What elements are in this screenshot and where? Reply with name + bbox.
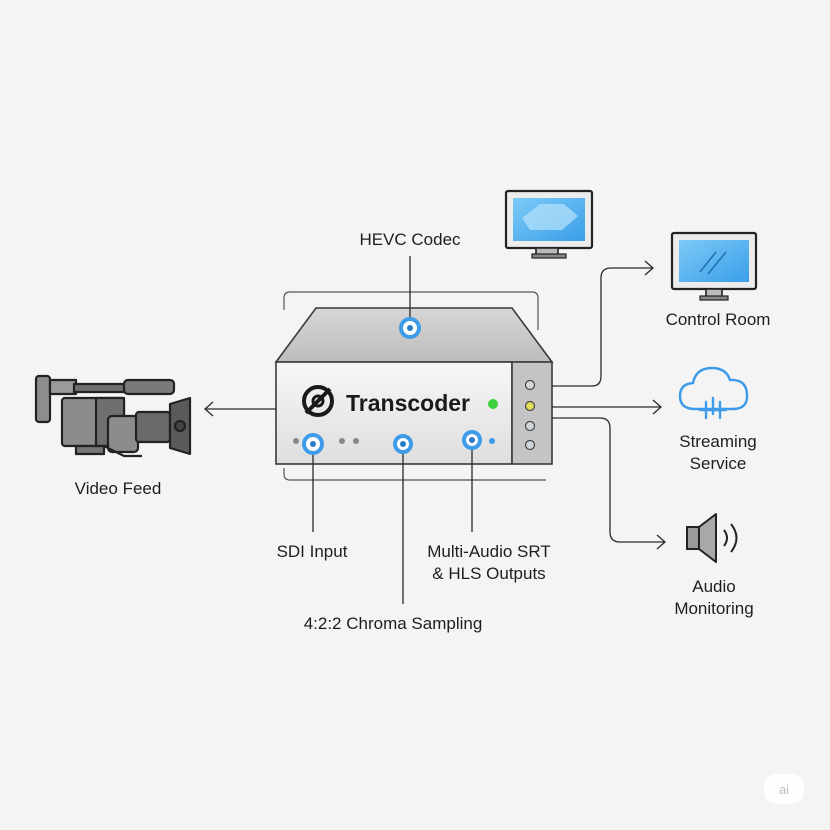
streaming-label-line-1: Streaming xyxy=(679,432,757,451)
transcoder-logo-icon xyxy=(302,385,334,417)
front-dot xyxy=(353,438,359,444)
sdi-port-marker xyxy=(302,433,324,455)
video-camera-icon xyxy=(34,374,192,458)
cloud-icon xyxy=(678,366,749,420)
chroma-port-marker xyxy=(393,434,413,454)
outputs-label: Multi-Audio SRT & HLS Outputs xyxy=(418,541,560,585)
control-room-arrow xyxy=(552,260,654,387)
control-room-monitor-icon xyxy=(670,231,758,301)
device-bracket xyxy=(283,291,539,330)
hevc-codec-label: HEVC Codec xyxy=(359,230,461,249)
outputs-port-marker xyxy=(462,430,482,450)
streaming-arrow xyxy=(552,399,662,415)
control-room-label: Control Room xyxy=(665,310,771,329)
audio-arrow xyxy=(552,417,666,550)
video-feed-arrow xyxy=(204,401,276,417)
side-led-4 xyxy=(524,439,536,451)
streaming-service-label: Streaming Service xyxy=(666,431,770,475)
video-feed-label: Video Feed xyxy=(74,479,162,498)
side-led-2 xyxy=(524,400,536,412)
audio-label-line-2: Monitoring xyxy=(674,599,754,618)
sdi-input-label: SDI Input xyxy=(276,542,348,561)
outputs-label-line-2: & HLS Outputs xyxy=(432,564,546,583)
audio-label-line-1: Audio xyxy=(692,577,736,596)
chroma-sampling-label: 4:2:2 Chroma Sampling xyxy=(303,614,483,633)
device-bracket-bottom xyxy=(283,468,546,481)
status-led-green xyxy=(488,399,498,409)
outputs-label-line-1: Multi-Audio SRT xyxy=(427,542,551,561)
watermark-badge: ai xyxy=(764,774,804,804)
side-led-3 xyxy=(524,420,536,432)
preview-monitor-icon xyxy=(504,189,594,259)
front-dot xyxy=(339,438,345,444)
front-dot xyxy=(489,438,495,444)
front-dot xyxy=(293,438,299,444)
device-title: Transcoder xyxy=(346,390,470,416)
side-led-1 xyxy=(524,379,536,391)
watermark-text: ai xyxy=(779,782,789,797)
speaker-icon xyxy=(686,513,738,563)
streaming-label-line-2: Service xyxy=(689,454,747,473)
audio-monitoring-label: Audio Monitoring xyxy=(662,576,766,620)
hevc-port-marker xyxy=(399,317,421,339)
